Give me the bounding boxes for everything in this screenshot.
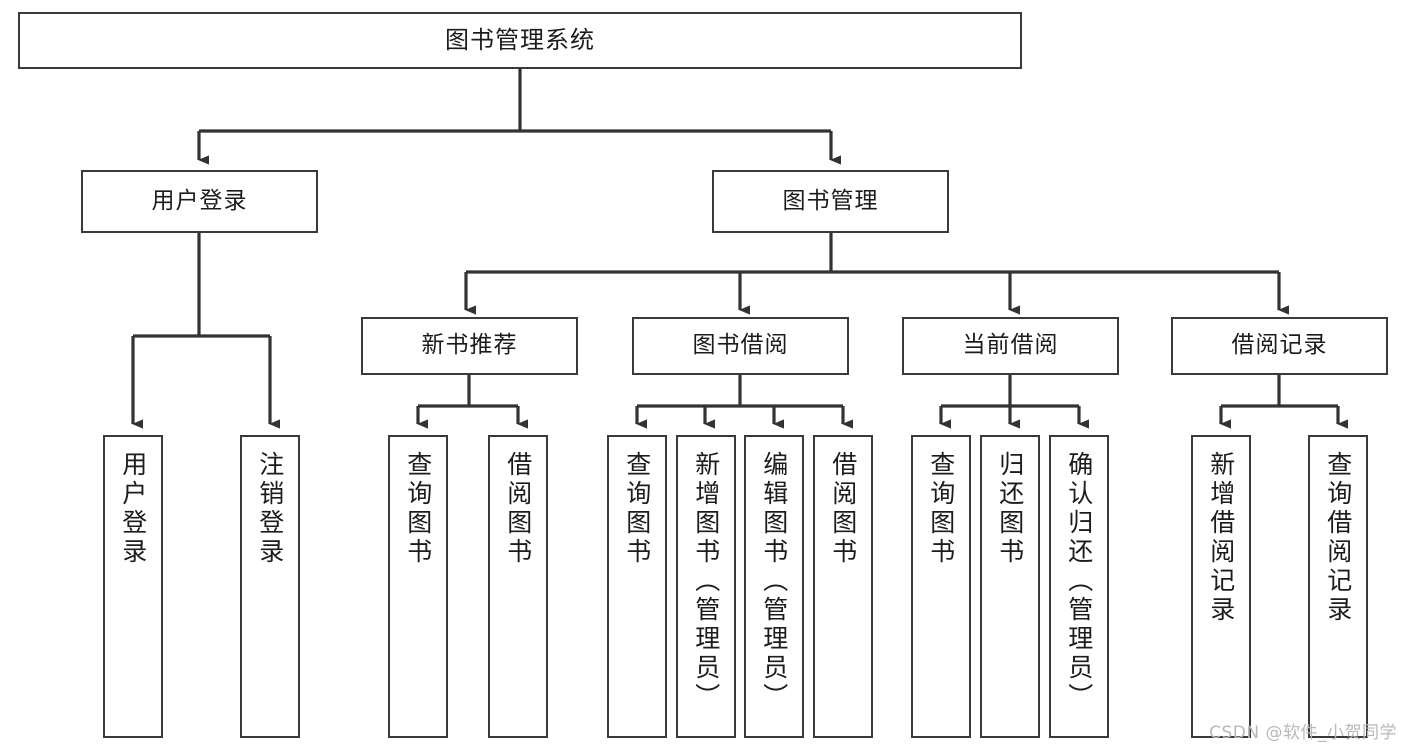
node-leaf-borrow-book-1[interactable]: 借阅图书: [488, 435, 548, 738]
node-leaf-return-book[interactable]: 归还图书: [980, 435, 1040, 738]
node-leaf-query-book-3[interactable]: 查询图书: [911, 435, 971, 738]
node-root-system[interactable]: 图书管理系统: [18, 12, 1022, 69]
node-leaf-confirm-return[interactable]: 确认归还（管理员）: [1049, 435, 1109, 738]
node-leaf-user-login[interactable]: 用户登录: [103, 435, 163, 738]
node-leaf-logout-login[interactable]: 注销登录: [240, 435, 300, 738]
node-user-login[interactable]: 用户登录: [81, 170, 318, 233]
node-leaf-query-book-2[interactable]: 查询图书: [607, 435, 667, 738]
node-label: 借阅记录: [1231, 332, 1328, 359]
node-leaf-borrow-book-2[interactable]: 借阅图书: [813, 435, 873, 738]
node-current-borrow[interactable]: 当前借阅: [902, 317, 1119, 375]
node-label: 新书推荐: [421, 332, 518, 359]
node-label: 新增借阅记录: [1206, 451, 1236, 625]
node-leaf-edit-book[interactable]: 编辑图书（管理员）: [744, 435, 804, 738]
node-leaf-query-record[interactable]: 查询借阅记录: [1308, 435, 1368, 738]
csdn-watermark: CSDN @软件_小贺同学: [1209, 723, 1397, 743]
node-label: 当前借阅: [962, 332, 1059, 359]
node-label: 查询图书: [622, 451, 652, 567]
node-book-borrow[interactable]: 图书借阅: [632, 317, 849, 375]
node-leaf-add-book[interactable]: 新增图书（管理员）: [676, 435, 736, 738]
node-book-management[interactable]: 图书管理: [712, 170, 949, 233]
node-label: 图书借阅: [692, 332, 789, 359]
node-label: 注销登录: [255, 451, 285, 567]
node-label: 借阅图书: [828, 451, 858, 567]
node-label: 借阅图书: [503, 451, 533, 567]
node-label: 查询图书: [403, 451, 433, 567]
node-leaf-add-record[interactable]: 新增借阅记录: [1191, 435, 1251, 738]
node-label: 查询图书: [926, 451, 956, 567]
node-label: 图书管理系统: [445, 26, 595, 55]
node-leaf-query-book-1[interactable]: 查询图书: [388, 435, 448, 738]
node-new-book-recommend[interactable]: 新书推荐: [361, 317, 578, 375]
node-borrow-record[interactable]: 借阅记录: [1171, 317, 1388, 375]
node-label: 确认归还（管理员）: [1064, 451, 1094, 712]
node-label: 归还图书: [995, 451, 1025, 567]
node-label: 编辑图书（管理员）: [759, 451, 789, 712]
node-label: 新增图书（管理员）: [691, 451, 721, 712]
node-label: 用户登录: [151, 187, 248, 214]
node-label: 用户登录: [118, 451, 148, 567]
node-label: 查询借阅记录: [1323, 451, 1353, 625]
node-label: 图书管理: [782, 187, 879, 214]
